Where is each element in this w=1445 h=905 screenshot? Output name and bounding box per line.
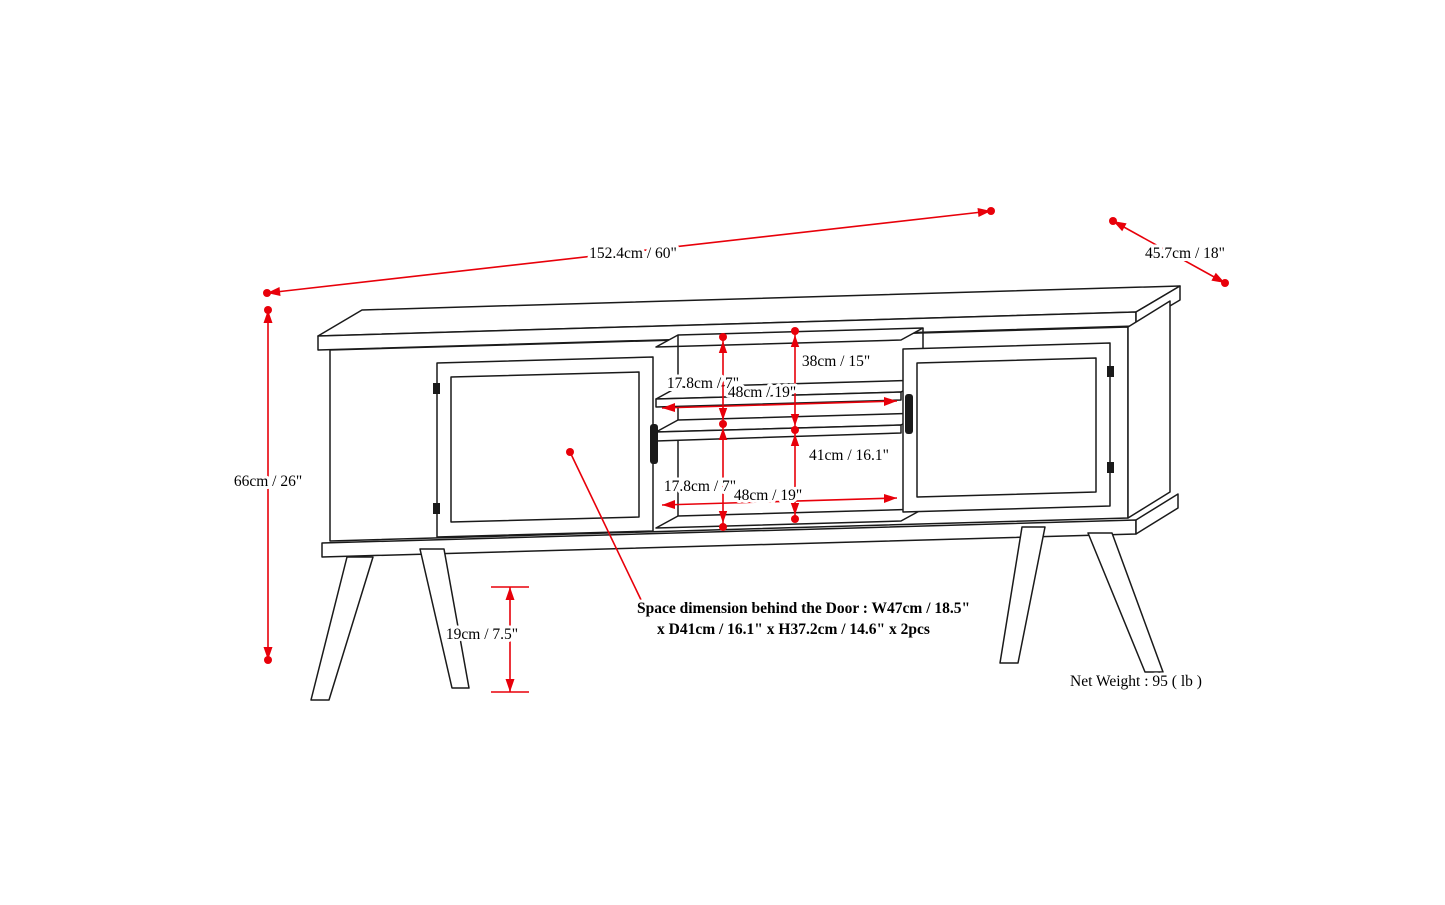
dimension-width-label: 152.4cm / 60": [589, 245, 677, 262]
dimension-centre-left-dot-mid: [719, 420, 727, 428]
right-door-hinge-top-icon: [1107, 366, 1114, 377]
upper-opening-width-label: 48cm / 19": [728, 384, 796, 401]
dimension-centre-right-arrows: [790, 335, 800, 515]
dimension-centre-right-dot-bottom: [791, 515, 799, 523]
door-space-leader-line: [569, 451, 644, 605]
dimension-depth-arrows: [1113, 221, 1225, 283]
dimension-depth-dot-right: [1221, 279, 1229, 287]
lower-opening-width-label: 48cm / 19": [734, 487, 802, 504]
dimension-leg-label: 19cm / 7.5": [446, 626, 518, 643]
right-door-handle: [905, 394, 913, 434]
shelf-depth-label: 38cm / 15": [802, 353, 870, 370]
dimension-leg-arrows: [505, 587, 515, 692]
dimension-depth-line: [1112, 220, 1226, 284]
dimension-centre-left-dot-top: [719, 333, 727, 341]
shelf-upper-front-edge: [655, 391, 902, 408]
dimension-height-label: 66cm / 26": [234, 473, 302, 490]
dimension-height-dot-bottom: [264, 656, 272, 664]
dimension-upper-opening-width: 48cm / 19": [661, 381, 898, 412]
left-door-handle: [650, 424, 658, 464]
dimension-depth-label: 45.7cm / 18": [1145, 245, 1225, 262]
dimension-depth-dot-left: [1109, 217, 1117, 225]
dimension-centre-left: 17.8cm / 7" 17.8cm / 7": [661, 333, 742, 531]
right-door-hinge-bottom-icon: [1107, 462, 1114, 473]
dimension-width: 152.4cm / 60": [263, 207, 995, 297]
leg-front-left: [310, 556, 374, 701]
left-door-inner-frame: [450, 371, 640, 523]
leg-front-right: [1087, 532, 1164, 673]
dimension-centre-right: 38cm / 15" 41cm / 16.1": [790, 327, 892, 523]
dimension-height: 66cm / 26": [231, 306, 305, 664]
left-door-hinge-bottom-icon: [433, 503, 440, 514]
left-door: [436, 356, 654, 538]
dimension-width-dot-right: [987, 207, 995, 215]
dimension-leg-height: 19cm / 7.5": [443, 586, 529, 693]
dimension-lower-width-line: [661, 497, 898, 506]
dimension-centre-left-arrows: [718, 341, 728, 523]
dimension-upper-width-line: [661, 400, 898, 409]
dimension-centre-left-dot-bottom: [719, 523, 727, 531]
leg-back-right: [999, 526, 1046, 664]
net-weight-label: Net Weight : 95 ( lb ): [1070, 673, 1202, 690]
upper-opening-height-label: 17.8cm / 7": [667, 375, 739, 392]
door-space-note-line2: x D41cm / 16.1" x H37.2cm / 14.6" x 2pcs: [657, 621, 930, 638]
cabinet-body-right-side: [1127, 300, 1171, 519]
dimension-lower-opening-width: 48cm / 19": [661, 484, 898, 509]
tv-stand-drawing: [310, 285, 1181, 701]
dimension-centre-right-dot-top: [791, 327, 799, 335]
base-board-right-side: [1135, 493, 1179, 535]
leg-back-left: [419, 548, 470, 689]
dimension-depth: 45.7cm / 18": [1109, 217, 1229, 287]
dimension-height-dot-top: [264, 306, 272, 314]
lower-opening-height2-label: 17.8cm / 7": [664, 478, 736, 495]
left-door-hinge-top-icon: [433, 383, 440, 394]
door-space-leader: [566, 448, 644, 605]
dimension-width-dot-left: [263, 289, 271, 297]
dimension-centre-right-dot-mid: [791, 426, 799, 434]
dimension-width-line: [266, 210, 992, 294]
lower-opening-height-label: 41cm / 16.1": [809, 447, 889, 464]
right-door-inner-frame: [916, 357, 1097, 498]
right-door: [902, 342, 1111, 513]
door-space-note-line1: Space dimension behind the Door : W47cm …: [637, 600, 970, 617]
